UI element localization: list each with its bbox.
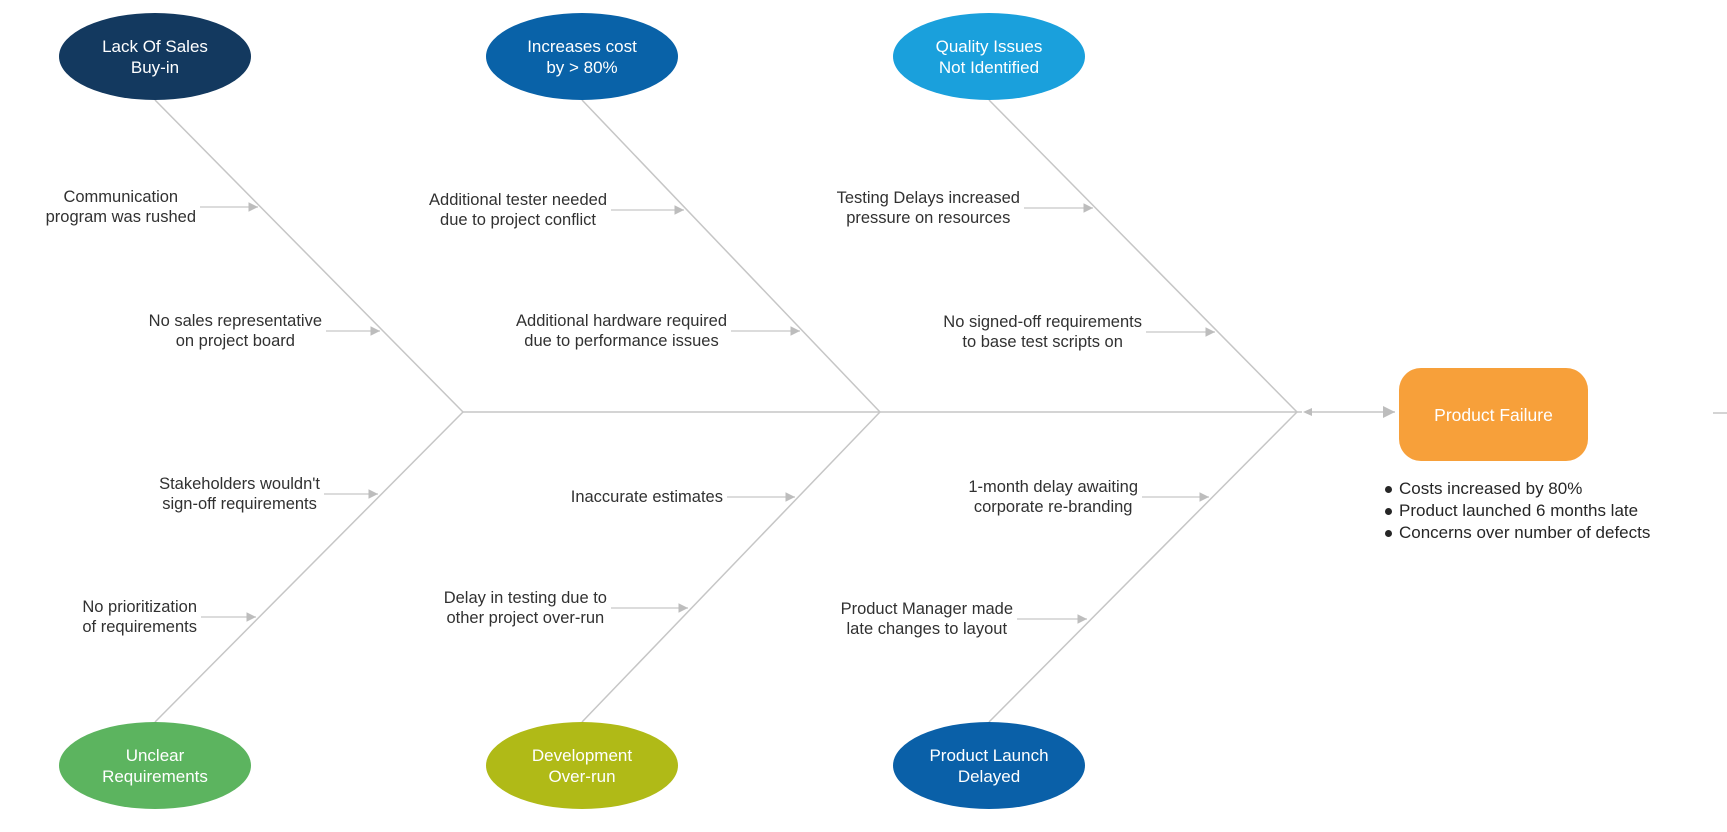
cause-label: Delay in testing due to other project ov… xyxy=(443,589,607,627)
cause-label: Product Manager made late changes to lay… xyxy=(840,600,1013,638)
cause-label: Additional tester needed due to project … xyxy=(429,191,607,229)
category-node-quality-issues[interactable]: Quality Issues Not Identified xyxy=(893,13,1085,100)
category-label: Quality Issues Not Identified xyxy=(935,36,1043,77)
cause-label: Stakeholders wouldn't sign-off requireme… xyxy=(159,475,320,513)
cause-label: Testing Delays increased pressure on res… xyxy=(836,189,1020,227)
bone-top-2 xyxy=(581,99,881,413)
category-label: Product Launch Delayed xyxy=(929,745,1049,786)
cause-label: No signed-off requirements to base test … xyxy=(943,313,1142,351)
category-node-unclear-requirements[interactable]: Unclear Requirements xyxy=(59,722,251,809)
note-text: Concerns over number of defects xyxy=(1399,523,1651,542)
bone-bottom-3 xyxy=(988,411,1298,723)
category-node-product-launch-delayed[interactable]: Product Launch Delayed xyxy=(893,722,1085,809)
cause-label: Inaccurate estimates xyxy=(570,488,723,506)
bone-top-3 xyxy=(988,99,1298,413)
effect-label: Product Failure xyxy=(1434,404,1553,425)
category-label: Unclear Requirements xyxy=(102,745,208,786)
cause-label: No sales representative on project board xyxy=(148,312,322,350)
note-text: Costs increased by 80% xyxy=(1399,479,1583,498)
bone-top-1 xyxy=(154,99,464,413)
bone-bottom-2 xyxy=(581,411,881,723)
cause-label: Communication program was rushed xyxy=(45,188,196,226)
category-node-development-overrun[interactable]: Development Over-run xyxy=(486,722,678,809)
bullet-dot xyxy=(1385,507,1392,515)
effect-node-product-failure[interactable]: Product Failure xyxy=(1399,368,1588,461)
effect-notes: Costs increased by 80% Product launched … xyxy=(1385,478,1650,544)
cause-label: No prioritization of requirements xyxy=(82,598,197,636)
category-node-increases-cost[interactable]: Increases cost by > 80% xyxy=(486,13,678,100)
cause-label: Additional hardware required due to perf… xyxy=(516,312,727,350)
bone-bottom-1 xyxy=(154,411,464,723)
note-item: Costs increased by 80% xyxy=(1385,478,1650,500)
category-label: Development Over-run xyxy=(531,745,633,786)
head-arrow-left-tip xyxy=(1303,408,1312,416)
category-label: Lack Of Sales Buy-in xyxy=(102,36,208,77)
note-item: Product launched 6 months late xyxy=(1385,500,1650,522)
category-node-lack-of-sales-buyin[interactable]: Lack Of Sales Buy-in xyxy=(59,13,251,100)
bullet-dot xyxy=(1385,485,1392,493)
cause-label: 1-month delay awaiting corporate re-bran… xyxy=(968,478,1138,516)
category-label: Increases cost by > 80% xyxy=(527,36,637,77)
bullet-dot xyxy=(1385,529,1392,537)
note-item: Concerns over number of defects xyxy=(1385,522,1650,544)
note-text: Product launched 6 months late xyxy=(1399,501,1639,520)
